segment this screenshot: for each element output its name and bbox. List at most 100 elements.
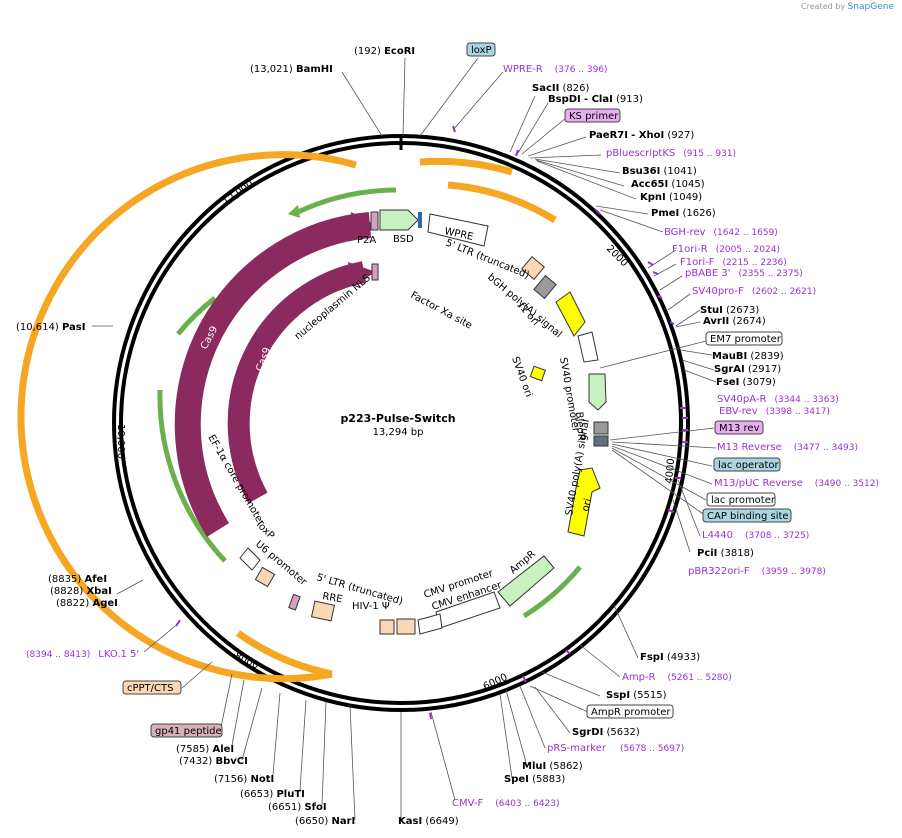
site-kasi: KasI (6649) <box>398 816 459 827</box>
site-acc65i: Acc65I (1045) <box>631 179 705 190</box>
site-sspi: SspI (5515) <box>606 690 667 701</box>
site-maubi: MauBI (2839) <box>712 351 784 362</box>
loxp-feature <box>418 212 422 228</box>
green-arrow-top-head <box>288 205 300 218</box>
site-stui: StuI (2673) <box>700 305 759 316</box>
bleor-arrow <box>588 373 607 411</box>
site-ecori: (192) EcoRI <box>354 46 415 57</box>
box-lac-promoter: lac promoter <box>706 492 776 507</box>
ampr-arrow <box>497 555 555 607</box>
wpre-feature <box>427 213 489 247</box>
rre-box <box>310 600 336 622</box>
site-pluti: (6653) PluTI <box>240 789 305 800</box>
site-xbai: (8828) XbaI <box>50 586 112 597</box>
sv40pa-box <box>593 421 609 435</box>
site-bsu36i: Bsu36I (1041) <box>622 166 697 177</box>
site-bspdi: BspDI - ClaI (913) <box>548 94 643 105</box>
ori-arrow <box>567 467 601 537</box>
primer-amp-r: Amp-R(5261 .. 5280) <box>622 672 732 683</box>
primer-pbr322ori-f: pBR322ori-F(3959 .. 3978) <box>688 566 826 577</box>
box-loxp: loxP <box>466 42 496 57</box>
label-ori: ori <box>580 497 594 512</box>
primer-bgh-rev: BGH-rev(1642 .. 1659) <box>664 227 778 238</box>
box-gp41-text: gp41 peptide <box>155 726 222 737</box>
label-bleor: BleoR <box>573 411 586 441</box>
box-m13rev-text: M13 rev <box>719 423 760 434</box>
p2a-feature <box>370 211 379 231</box>
box-m13rev: M13 rev <box>714 420 764 435</box>
primer-l4440: L4440(3708 .. 3725) <box>702 530 809 541</box>
box-loxp-text: loxP <box>471 45 492 56</box>
site-bbvci: (7432) BbvCI <box>179 756 248 767</box>
sv40-prom-arrow <box>577 331 599 363</box>
primer-marks <box>175 125 688 720</box>
site-noti: (7156) NotI <box>214 774 274 785</box>
box-ampr-promoter-text: AmpR promoter <box>591 707 671 718</box>
box-ampr-promoter: AmpR promoter <box>586 704 674 719</box>
primer-m13-reverse: M13 Reverse(3477 .. 3493) <box>717 442 858 453</box>
box-cap-text: CAP binding site <box>707 511 789 522</box>
orf-arc-1 <box>447 181 557 223</box>
box-em7: EM7 promoter <box>705 331 783 346</box>
green-arc-left <box>176 296 217 336</box>
site-avrii: AvrII (2674) <box>703 316 766 327</box>
box-cap: CAP binding site <box>702 508 792 523</box>
tick-8000: 8000 <box>233 651 261 672</box>
site-agei: (8822) AgeI <box>56 598 118 609</box>
bgh-box <box>533 274 557 300</box>
box-cppt-text: cPPT/CTS <box>127 683 173 694</box>
site-bamhi: (13,021) BamHI <box>250 64 333 75</box>
primer-m13puc-reverse: M13/pUC Reverse(3490 .. 3512) <box>714 478 879 489</box>
primer-pbabe3: pBABE 3'(2355 .. 2375) <box>685 268 803 279</box>
label-hiv: HIV-1 Ψ <box>352 601 390 612</box>
site-paer7i: PaeR7I - XhoI (927) <box>589 130 694 141</box>
primer-pbluescriptks: pBluescriptKS(915 .. 931) <box>606 148 736 159</box>
f1-ori-arrow <box>555 291 586 337</box>
snapgene-credit: Created by SnapGene <box>801 2 894 12</box>
plasmid-length: 13,294 bp <box>373 427 424 438</box>
green-arc-ef <box>157 389 227 563</box>
site-sgrdi: SgrDI (5632) <box>572 727 640 738</box>
box-lac-operator: lac operator <box>713 457 781 472</box>
u6-box <box>288 593 301 611</box>
orf-arc-left <box>17 151 357 683</box>
cas9-inner-head <box>348 262 376 286</box>
tick-10000: 10,000 <box>115 424 126 459</box>
label-rre: RRE <box>321 591 343 605</box>
label-ltr3: 5' LTR (truncated) <box>444 238 531 282</box>
box-em7-text: EM7 promoter <box>710 334 782 345</box>
cmv-promoter <box>417 613 443 635</box>
sv40-ori-box <box>529 365 546 382</box>
site-pasi: (10,614) PasI <box>16 322 85 333</box>
primer-sv40pa-r: SV40pA-R(3344 .. 3363) <box>717 394 839 405</box>
site-nari: (6650) NarI <box>295 816 355 827</box>
box-lac-operator-text: lac operator <box>718 460 779 471</box>
cas9-outer-arc <box>174 212 372 537</box>
primer-wpre-r: WPRE-R(376 .. 396) <box>503 64 608 75</box>
cas9-inner-arc <box>227 261 367 504</box>
site-pmei: PmeI (1626) <box>651 208 716 219</box>
box-ks-primer: KS primer <box>564 108 621 123</box>
box-cppt: cPPT/CTS <box>122 680 182 695</box>
site-spei: SpeI (5883) <box>504 774 565 785</box>
site-alei: (7585) AleI <box>176 744 234 755</box>
credit-prefix: Created by <box>801 2 846 11</box>
site-pcii: PciI (3818) <box>697 548 754 559</box>
site-kpni: KpnI (1049) <box>640 192 702 203</box>
green-arc-top <box>296 187 397 215</box>
box-gp41: gp41 peptide <box>150 723 223 738</box>
primer-ebv-rev: EBV-rev(3398 .. 3417) <box>719 406 830 417</box>
primer-sv40pro-f: SV40pro-F(2602 .. 2621) <box>692 286 816 297</box>
site-fspi: FspI (4933) <box>640 652 700 663</box>
plasmid-name: p223-Pulse-Switch <box>340 412 455 425</box>
primer-lko1: (8394 .. 8413)LKO.1 5' <box>26 649 139 660</box>
bsd-feature <box>379 209 419 231</box>
primer-cmv-f: CMV-F(6403 .. 6423) <box>452 798 560 809</box>
box-ks-primer-text: KS primer <box>569 111 619 122</box>
primer-prs-marker: pRS-marker(5678 .. 5697) <box>547 743 684 754</box>
ltr3-box <box>521 256 545 280</box>
loxp-bottom-box <box>254 566 276 588</box>
lac-box <box>593 435 609 447</box>
tick-4000: 4000 <box>664 458 677 484</box>
